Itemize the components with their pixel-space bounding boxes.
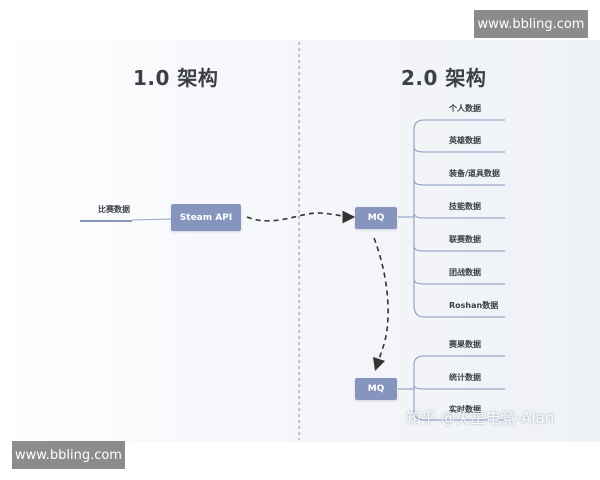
bottom-branch-lines (398, 355, 505, 421)
output-label-skills: 技能数据 (449, 202, 481, 211)
api-to-mq-arrow (246, 210, 356, 224)
bottom-left-watermark: www.bbling.com (12, 441, 125, 469)
mq-to-mq-arrow (372, 237, 389, 372)
top-branch-lines (398, 119, 505, 318)
output-label-items: 装备/道具数据 (449, 169, 500, 178)
left-section-title: 1.0 架构 (133, 66, 219, 90)
output-label-league: 联赛数据 (449, 235, 481, 244)
output-label-personal: 个人数据 (449, 104, 481, 113)
steam-api-box: Steam API (171, 204, 241, 231)
output-label-hero: 英雄数据 (449, 136, 481, 145)
output-label-realtime: 实时数据 (449, 405, 481, 414)
source-label: 比赛数据 (98, 205, 130, 214)
zhihu-watermark: 知乎 @火星电竞-Alan (406, 409, 555, 427)
output-label-stats: 统计数据 (449, 373, 481, 382)
diagram-background (0, 40, 600, 442)
output-label-results: 赛果数据 (449, 340, 481, 349)
output-label-roshan: Roshan数据 (449, 301, 499, 310)
output-label-teamfight: 团战数据 (449, 268, 481, 277)
source-to-api-line (131, 218, 173, 221)
right-section-title: 2.0 架构 (401, 66, 487, 90)
mq-top-box: MQ (355, 207, 397, 229)
top-right-watermark: www.bbling.com (474, 10, 588, 38)
mq-bottom-box: MQ (355, 378, 397, 400)
